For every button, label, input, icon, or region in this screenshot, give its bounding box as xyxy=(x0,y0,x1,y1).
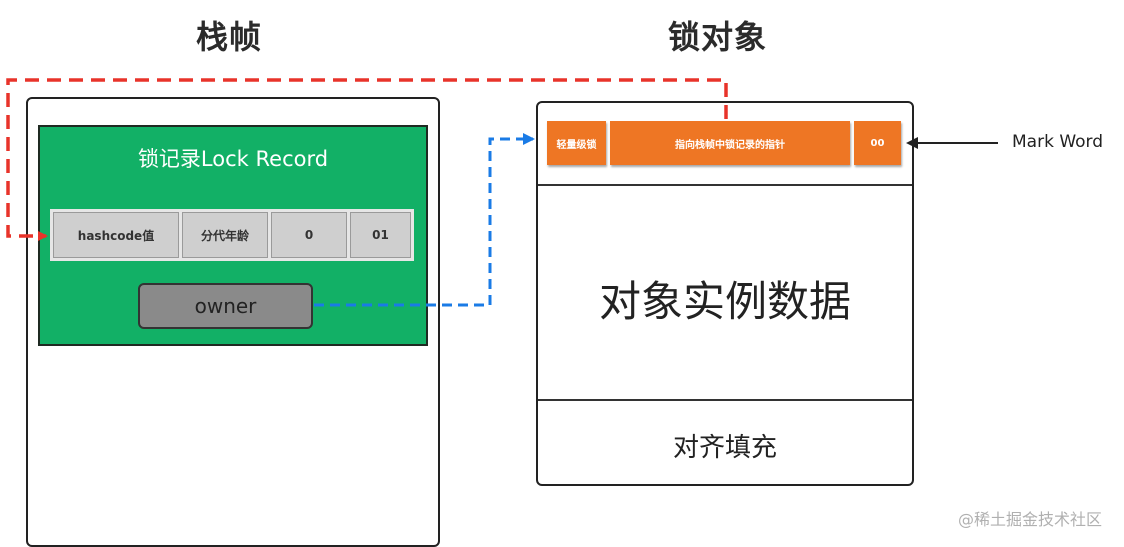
padding-divider xyxy=(538,399,912,401)
hashcode-cell: hashcode值 xyxy=(53,212,179,258)
lock-object-title: 锁对象 xyxy=(668,18,768,56)
owner-field: owner xyxy=(138,283,313,329)
blue-dashed-arrow xyxy=(314,133,535,307)
watermark: @稀土掘金技术社区 xyxy=(958,510,1103,529)
mark-word-flag-cell: 00 xyxy=(854,121,901,165)
mark-word-divider xyxy=(538,184,912,186)
lock-object-box xyxy=(536,101,914,486)
connector-arrows xyxy=(6,78,998,307)
stack-frame-title: 栈帧 xyxy=(196,18,263,56)
lock-bit-cell: 0 xyxy=(271,212,347,258)
lock-flag-cell: 01 xyxy=(350,212,411,258)
lock-record-title: 锁记录Lock Record xyxy=(137,147,329,171)
padding-label: 对齐填充 xyxy=(672,433,777,463)
lock-record-pointer-cell: 指向栈帧中锁记录的指针 xyxy=(610,121,850,165)
generation-age-cell: 分代年龄 xyxy=(182,212,268,258)
mark-word-label: Mark Word xyxy=(1012,132,1104,152)
lightweight-lock-cell: 轻量级锁 xyxy=(547,121,606,165)
red-dashed-arrow xyxy=(6,78,728,241)
instance-data-label: 对象实例数据 xyxy=(598,277,851,326)
